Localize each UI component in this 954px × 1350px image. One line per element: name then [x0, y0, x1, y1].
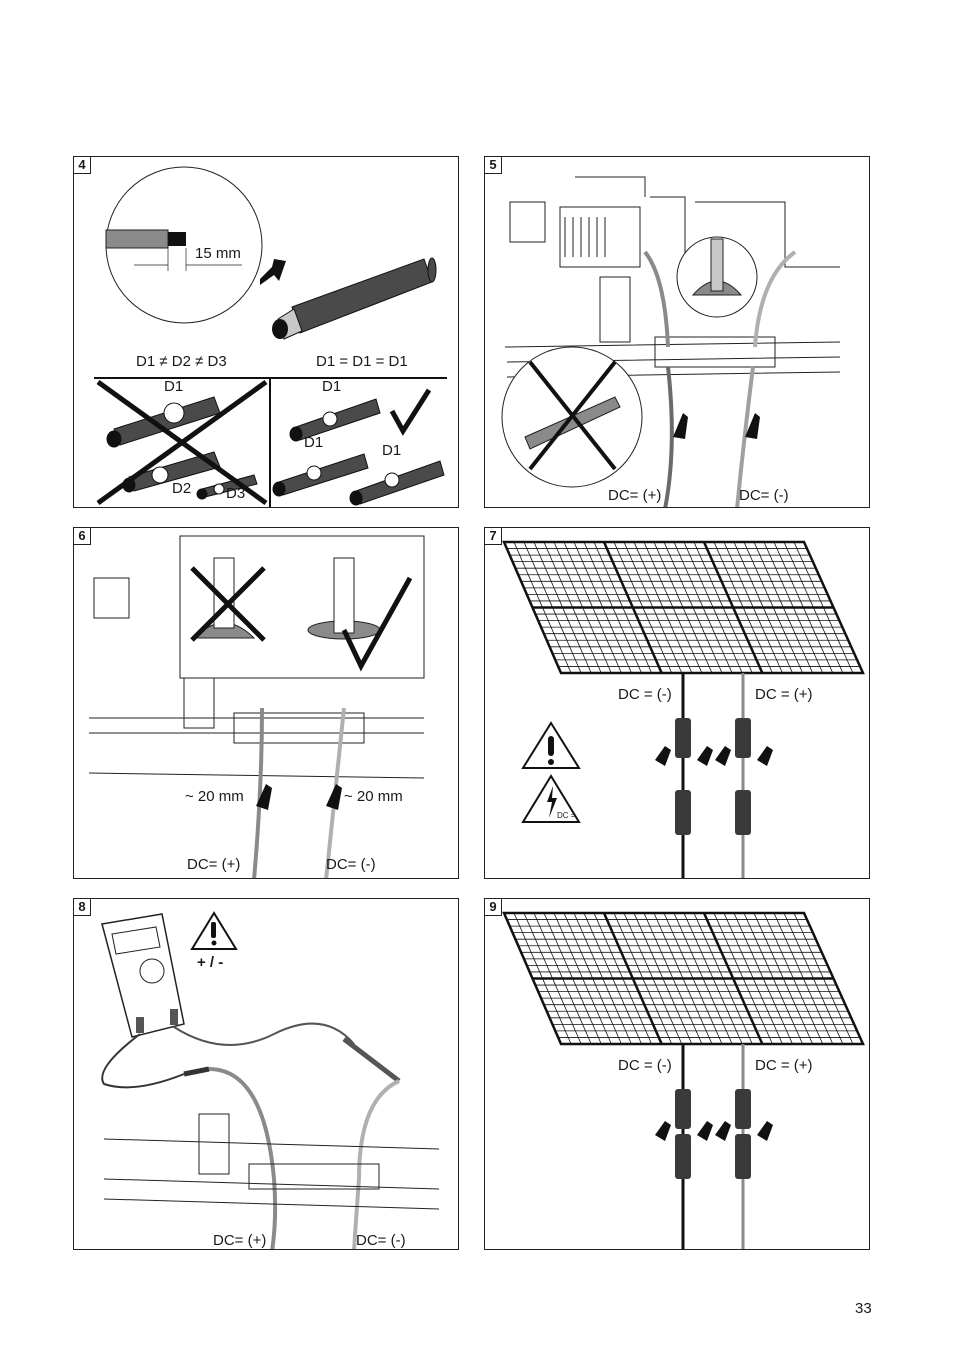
arrow-2-icon: [326, 784, 342, 810]
arrow-1-icon: [673, 413, 688, 439]
d1-label: D1: [164, 378, 184, 395]
d2-label: D2: [172, 480, 192, 497]
voltage-measurement-illustration: [101, 911, 440, 1249]
black-lead: [101, 1033, 185, 1089]
cable-plus: [252, 707, 264, 878]
polarity-label: + / -: [197, 954, 224, 971]
dc-minus-label: DC= (-): [326, 856, 376, 873]
page-number: 33: [855, 1300, 872, 1317]
arrow-icon: [715, 1121, 731, 1141]
dc-plus-label: DC = (+): [755, 686, 813, 703]
connector-minus-bottom: [675, 790, 691, 835]
cable-plus: [208, 1067, 276, 1180]
strip-length-label: 15 mm: [195, 245, 241, 262]
step-5-panel: 5 DC= (+) DC= (-): [484, 156, 870, 508]
cable-minus: [753, 250, 797, 348]
step-number: 8: [74, 899, 91, 916]
connector-plus-top: [735, 1089, 751, 1129]
arrow-icon: [655, 746, 671, 766]
connector-plus-top: [735, 718, 751, 758]
dc-minus-label: DC= (-): [739, 487, 789, 504]
disconnect-pv-illustration: [502, 540, 865, 878]
dc-plus-label: DC= (+): [187, 856, 241, 873]
step-6-panel: 6 ~ 20 mm ~ 20 mm DC= (+) DC= (-): [73, 527, 459, 879]
high-voltage-icon: [521, 774, 581, 823]
connector-plus-bottom: [735, 790, 751, 835]
dc-sign-label: DC =: [557, 811, 576, 820]
arrow-icon: [715, 746, 731, 766]
connector-minus-top: [675, 718, 691, 758]
right-rule-label: D1 = D1 = D1: [316, 353, 408, 370]
dc-plus-label: DC = (+): [755, 1057, 813, 1074]
solar-panel-array: [502, 911, 865, 1046]
length-right-label: ~ 20 mm: [344, 788, 403, 805]
arrow-2-icon: [745, 413, 760, 439]
checkmark-icon: [341, 576, 413, 672]
multimeter-icon: [101, 913, 185, 1038]
arrow-1-icon: [256, 784, 272, 810]
step-9-panel: 9 DC = (-) DC = (+): [484, 898, 870, 1250]
length-left-label: ~ 20 mm: [185, 788, 244, 805]
arrow-icon: [260, 259, 286, 285]
cable-stripping-illustration: [94, 166, 447, 507]
knife-icon: [524, 396, 621, 450]
step-4-panel: 4 15 mm D1 ≠ D2 ≠ D3 D1 = D1 =: [73, 156, 459, 508]
cable-minus: [352, 1079, 400, 1249]
solar-panel-array: [502, 540, 865, 675]
arrow-icon: [655, 1121, 671, 1141]
cable-plus: [643, 250, 670, 348]
red-lead: [173, 1022, 355, 1046]
step-8-panel: 8 + / - DC= (+) DC= (-): [73, 898, 459, 1250]
checkmark-icon: [389, 388, 432, 436]
step-number: 7: [485, 528, 502, 545]
connector-plus-bottom: [735, 1134, 751, 1179]
d1-label: D1: [322, 378, 342, 395]
wrong-rule-label: D1 ≠ D2 ≠ D3: [136, 353, 227, 370]
arrow-icon: [697, 1121, 713, 1141]
dc-minus-label: DC= (-): [356, 1232, 406, 1249]
cable-entry-illustration: [501, 176, 841, 507]
d1-label: D1: [304, 434, 324, 451]
step-7-panel: 7 DC = DC = (-) DC = (+): [484, 527, 870, 879]
connector-minus-bottom: [675, 1134, 691, 1179]
warning-icon: [521, 721, 581, 769]
dc-minus-label: DC = (-): [618, 1057, 672, 1074]
grommet-illustration: [88, 535, 425, 878]
connect-pv-illustration: [502, 911, 865, 1249]
step-number: 9: [485, 899, 502, 916]
step-number: 5: [485, 157, 502, 174]
step-number: 6: [74, 528, 91, 545]
warning-icon: [190, 911, 238, 950]
dc-minus-label: DC = (-): [618, 686, 672, 703]
arrow-icon: [697, 746, 713, 766]
dc-plus-label: DC= (+): [608, 487, 662, 504]
d3-label: D3: [226, 485, 246, 502]
unequal-cables: [106, 396, 258, 500]
dc-plus-label: DC= (+): [213, 1232, 267, 1249]
step-number: 4: [74, 157, 91, 174]
equal-cables: [272, 398, 445, 506]
connector-minus-top: [675, 1089, 691, 1129]
d1-label: D1: [382, 442, 402, 459]
arrow-icon: [757, 1121, 773, 1141]
arrow-icon: [757, 746, 773, 766]
